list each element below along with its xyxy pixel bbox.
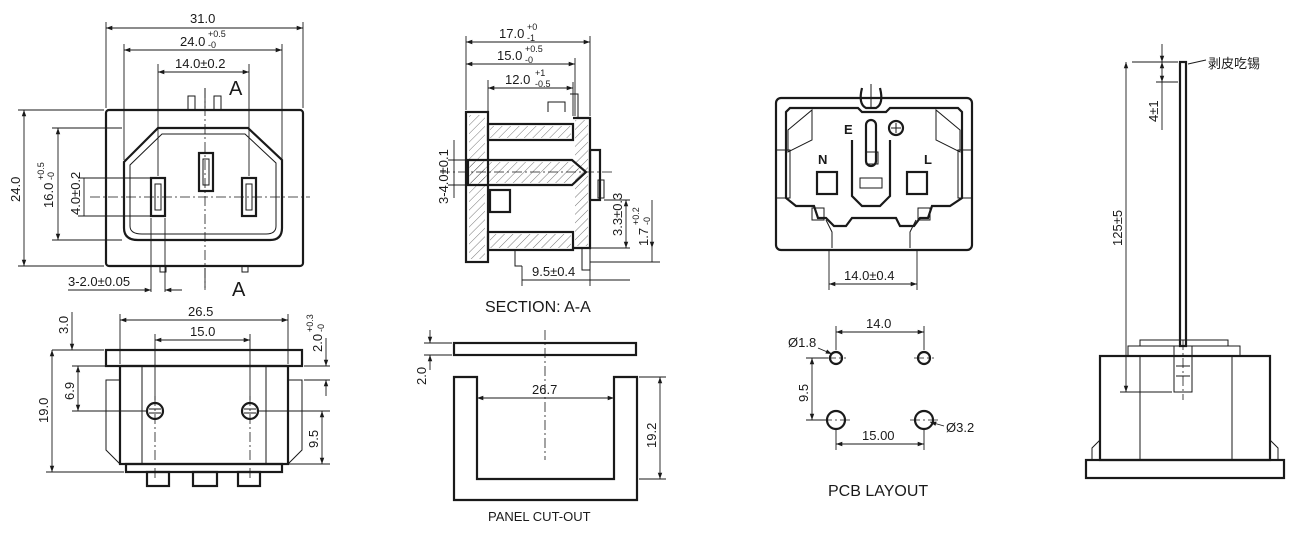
front-view: 31.0 24.0 +0.5 -0 14.0±0.2 A A 24.0 16.0…: [8, 11, 310, 301]
dim-depth-15: 15.0: [497, 48, 522, 63]
dim-panel-thickness: 2.0: [414, 367, 429, 385]
dim-width-31: 31.0: [190, 11, 215, 26]
terminal-label-live: L: [924, 152, 932, 167]
wire-side-view: 剥皮吃锡 4±1 125±5: [1084, 44, 1286, 480]
dim-screw-depth-6-9: 6.9: [62, 382, 77, 400]
terminal-label-earth: E: [844, 122, 853, 137]
wire-strip-note: 剥皮吃锡: [1208, 56, 1260, 71]
dim-depth-3-3: 3.3±0.3: [610, 193, 625, 236]
dim-height-16: 16.0: [41, 183, 56, 208]
dim-depth-12-tol-lower: -0.5: [535, 79, 551, 89]
dim-height-24: 24.0: [8, 177, 23, 202]
section-caption: SECTION: A-A: [485, 299, 591, 316]
rear-view: E N L 14.0±0.4: [774, 84, 974, 290]
dim-pin-width: 3-2.0±0.05: [68, 274, 130, 289]
dim-screw-height-9-5: 9.5: [306, 430, 321, 448]
dim-depth-17-tol-upper: +0: [527, 22, 537, 32]
dim-depth-1-7: 1.7: [636, 228, 651, 246]
section-mark-top: A: [229, 78, 243, 100]
dim-screw-pitch-15: 15.0: [190, 324, 215, 339]
dim-depth-17-tol-lower: -1: [527, 33, 535, 43]
panel-cutout-caption: PANEL CUT-OUT: [488, 509, 591, 524]
dim-strip-length: 4±1: [1146, 100, 1161, 122]
dim-clip-2-tol-upper: +0.3: [305, 314, 315, 332]
dim-cutout-height: 19.2: [644, 423, 659, 448]
dim-pcb-width-14: 14.0: [866, 316, 891, 331]
panel-cutout-view: 2.0 26.7 19.2 PANEL CUT-OUT: [414, 330, 666, 524]
dim-depth-17: 17.0: [499, 26, 524, 41]
dim-flange-3: 3.0: [56, 316, 71, 334]
dim-depth-1-7-tol-upper: +0.2: [631, 207, 641, 225]
dim-height-16-tol-lower: -0: [46, 172, 56, 180]
bottom-view: 26.5 15.0 3.0 19.0 6.9 2.0 +0.3 -0 9.5: [36, 304, 330, 488]
section-view: 17.0 +0 -1 15.0 +0.5 -0 12.0 +1 -0.5 3-4…: [436, 22, 660, 316]
dim-cutout-width: 26.7: [532, 382, 557, 397]
section-mark-bottom: A: [232, 279, 246, 301]
dim-height-16-tol-upper: +0.5: [36, 162, 46, 180]
dim-depth-12: 12.0: [505, 72, 530, 87]
dim-depth-15-tol-lower: -0: [525, 55, 533, 65]
terminal-label-neutral: N: [818, 152, 827, 167]
dim-depth-19: 19.0: [36, 398, 51, 423]
dim-pcb-width-15: 15.00: [862, 428, 895, 443]
dim-depth-15-tol-upper: +0.5: [525, 44, 543, 54]
dim-depth-1-7-tol-lower: -0: [642, 217, 652, 225]
dim-thickness-4: 3-4.0±0.1: [436, 149, 451, 204]
dim-body-width-26-5: 26.5: [188, 304, 213, 319]
dim-wire-length: 125±5: [1110, 210, 1125, 246]
dim-hole-small: Ø1.8: [788, 335, 816, 350]
dim-hole-big: Ø3.2: [946, 420, 974, 435]
dim-pcb-height: 9.5: [796, 384, 811, 402]
pcb-layout-view: 14.0 15.00 9.5 Ø1.8 Ø3.2 PCB LAYOUT: [788, 316, 974, 500]
dim-pin-length-9-5: 9.5±0.4: [532, 264, 575, 279]
dim-pin-height-4: 4.0±0.2: [68, 172, 83, 215]
dim-rear-pin-pitch: 14.0±0.4: [844, 268, 895, 283]
dim-width-24-tol-upper: +0.5: [208, 29, 226, 39]
dim-clip-2: 2.0: [310, 334, 325, 352]
dim-width-24: 24.0: [180, 34, 205, 49]
pcb-layout-caption: PCB LAYOUT: [828, 483, 928, 500]
dim-pin-pitch-14: 14.0±0.2: [175, 56, 226, 71]
dim-depth-12-tol-upper: +1: [535, 68, 545, 78]
dim-clip-2-tol-lower: -0: [316, 324, 326, 332]
dim-width-24-tol-lower: -0: [208, 40, 216, 50]
